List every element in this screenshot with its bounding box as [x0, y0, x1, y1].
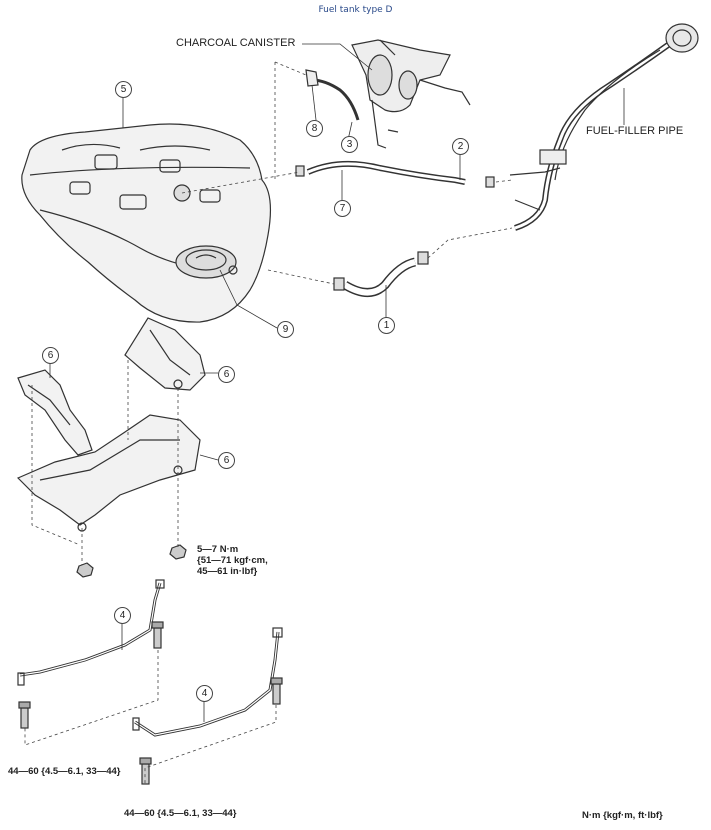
callout-7: 7 — [334, 200, 351, 217]
heat-insulator-upper — [124, 317, 206, 391]
assembly-lines — [24, 61, 513, 784]
heat-insulator-left — [17, 369, 93, 456]
bolt-torque-spec-a: 44—60 {4.5—6.1, 33—44} — [8, 766, 121, 777]
insulator-nut-2 — [76, 562, 94, 578]
diagram-title: Fuel tank type D — [318, 5, 393, 15]
nut-torque-spec: 5—7 N·m {51—71 kgf·cm, 45—61 in·lbf} — [197, 544, 268, 577]
fuel-filler-pipe-label: FUEL-FILLER PIPE — [586, 125, 684, 137]
callout-5: 5 — [115, 81, 132, 98]
bolt-torque-spec-b: 44—60 {4.5—6.1, 33—44} — [124, 808, 237, 819]
callout-4-right: 4 — [196, 685, 213, 702]
heat-insulator-lower — [16, 414, 201, 532]
evap-hose — [305, 69, 360, 121]
callout-6-left: 6 — [42, 347, 59, 364]
fuel-tank-band-right — [132, 627, 283, 737]
band-bolt-2 — [18, 701, 31, 729]
band-bolt-3 — [270, 677, 283, 705]
torque-units-note: N·m {kgf·m, ft·lbf} — [582, 810, 663, 821]
fuel-tank-band-left — [17, 579, 165, 686]
callout-4-left: 4 — [114, 607, 131, 624]
band-bolt-4 — [139, 757, 152, 785]
charcoal-canister-label: CHARCOAL CANISTER — [176, 37, 296, 49]
nut-torque-line-2: {51—71 kgf·cm, — [197, 555, 268, 566]
band-bolt-1 — [151, 621, 164, 649]
filler-hose — [333, 251, 429, 297]
nut-torque-line-3: 45—61 in·lbf} — [197, 566, 258, 577]
callout-3: 3 — [341, 136, 358, 153]
leader-lines — [49, 43, 625, 722]
breather-hose — [295, 160, 495, 188]
callout-8: 8 — [306, 120, 323, 137]
callout-6-lower: 6 — [218, 452, 235, 469]
callout-1: 1 — [378, 317, 395, 334]
insulator-nut-1 — [169, 544, 187, 560]
nut-torque-line-1: 5—7 N·m — [197, 544, 239, 555]
fuel-tank — [21, 123, 272, 323]
callout-9: 9 — [277, 321, 294, 338]
callout-2: 2 — [452, 138, 469, 155]
fuel-filler-pipe — [509, 23, 699, 231]
callout-6-upper: 6 — [218, 366, 235, 383]
charcoal-canister — [351, 39, 471, 149]
